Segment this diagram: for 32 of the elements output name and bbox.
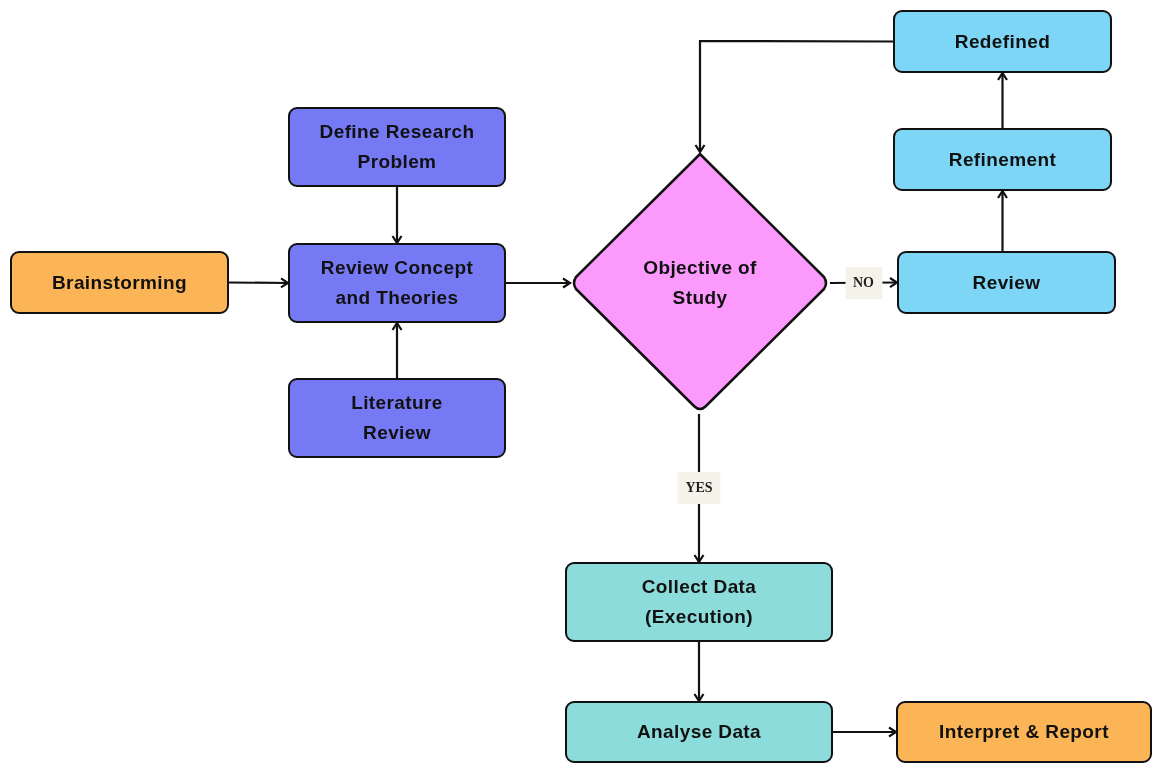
terminal-box — [896, 701, 1152, 763]
process-box — [893, 10, 1112, 73]
node-label: Literature Review — [350, 391, 444, 445]
process-box — [288, 243, 506, 323]
process-box — [565, 562, 833, 642]
node-label: Refinement — [948, 147, 1057, 172]
node-label: Review — [972, 270, 1041, 295]
process-box — [897, 251, 1116, 314]
process-box — [565, 701, 833, 763]
arrow — [996, 189, 1009, 251]
node-label: Define Research Problem — [318, 120, 476, 174]
process-box — [893, 128, 1112, 191]
node-label: Interpret & Report — [939, 720, 1109, 744]
node-label: Review Concept and Theories — [319, 256, 475, 310]
arrow — [694, 39, 893, 154]
process-box — [288, 107, 506, 187]
node-label: Collect Data (Execution) — [640, 575, 758, 629]
node-label: Objective of Study — [642, 256, 758, 310]
node-label: Brainstorming — [51, 270, 187, 295]
node-label: Redefined — [954, 29, 1051, 54]
arrow — [996, 71, 1009, 128]
edge-label: NO — [845, 266, 882, 299]
edge-label: YES — [677, 472, 721, 504]
process-box — [288, 378, 506, 458]
arrow — [391, 187, 403, 245]
arrow — [506, 277, 572, 289]
terminal-box — [10, 251, 229, 314]
arrow — [391, 321, 403, 378]
arrow — [833, 726, 898, 738]
arrow — [693, 642, 705, 703]
node-label: Analyse Data — [636, 720, 762, 744]
arrow — [229, 277, 290, 289]
